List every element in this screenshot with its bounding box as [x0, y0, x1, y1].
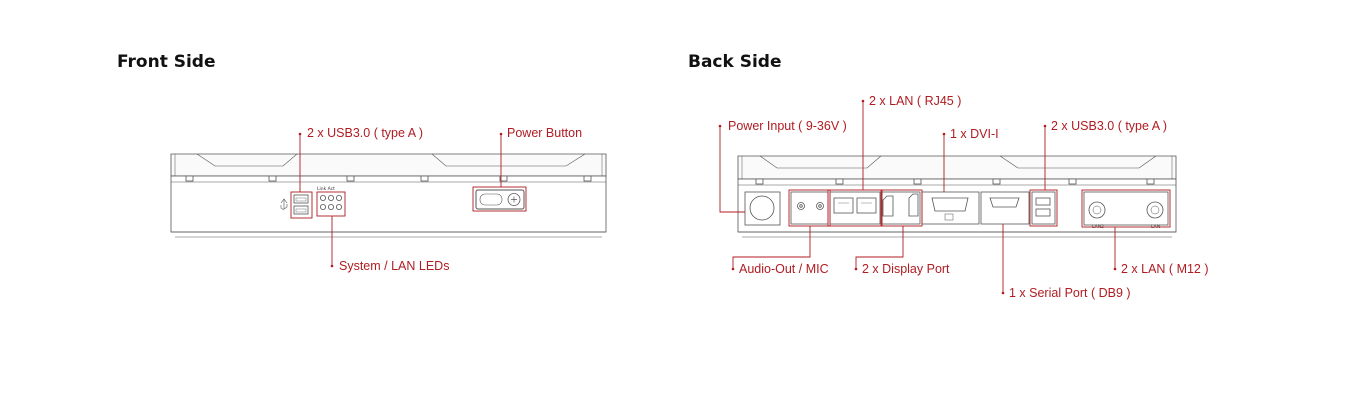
back-usb-label: 2 x USB3.0 ( type A )	[1051, 119, 1168, 133]
front-power-button-label: Power Button	[507, 126, 583, 140]
svg-text:Link Act: Link Act	[317, 186, 335, 192]
front-callout-dots	[298, 132, 503, 268]
front-side-title: Front Side	[117, 52, 216, 72]
back-panel: LAN2 LAN	[737, 155, 1177, 238]
back-dvi-label: 1 x DVI-I	[950, 127, 999, 141]
back-audio-label: Audio-Out / MIC	[739, 262, 829, 276]
back-callout-dots	[718, 99, 1117, 295]
back-power-input-label: Power Input ( 9-36V )	[728, 119, 847, 133]
back-lan-rj45-label: 2 x LAN ( RJ45 )	[869, 94, 962, 108]
back-callouts	[719, 101, 1171, 293]
front-panel: Link Act	[170, 153, 607, 238]
front-usb-label: 2 x USB3.0 ( type A )	[307, 126, 424, 140]
front-leds-label: System / LAN LEDs	[339, 259, 450, 273]
back-lan-m12-label: 2 x LAN ( M12 )	[1121, 262, 1209, 276]
back-side-title: Back Side	[688, 52, 782, 72]
back-display-port-label: 2 x Display Port	[862, 262, 950, 276]
front-callouts	[290, 134, 527, 266]
back-serial-label: 1 x Serial Port ( DB9 )	[1009, 286, 1131, 300]
